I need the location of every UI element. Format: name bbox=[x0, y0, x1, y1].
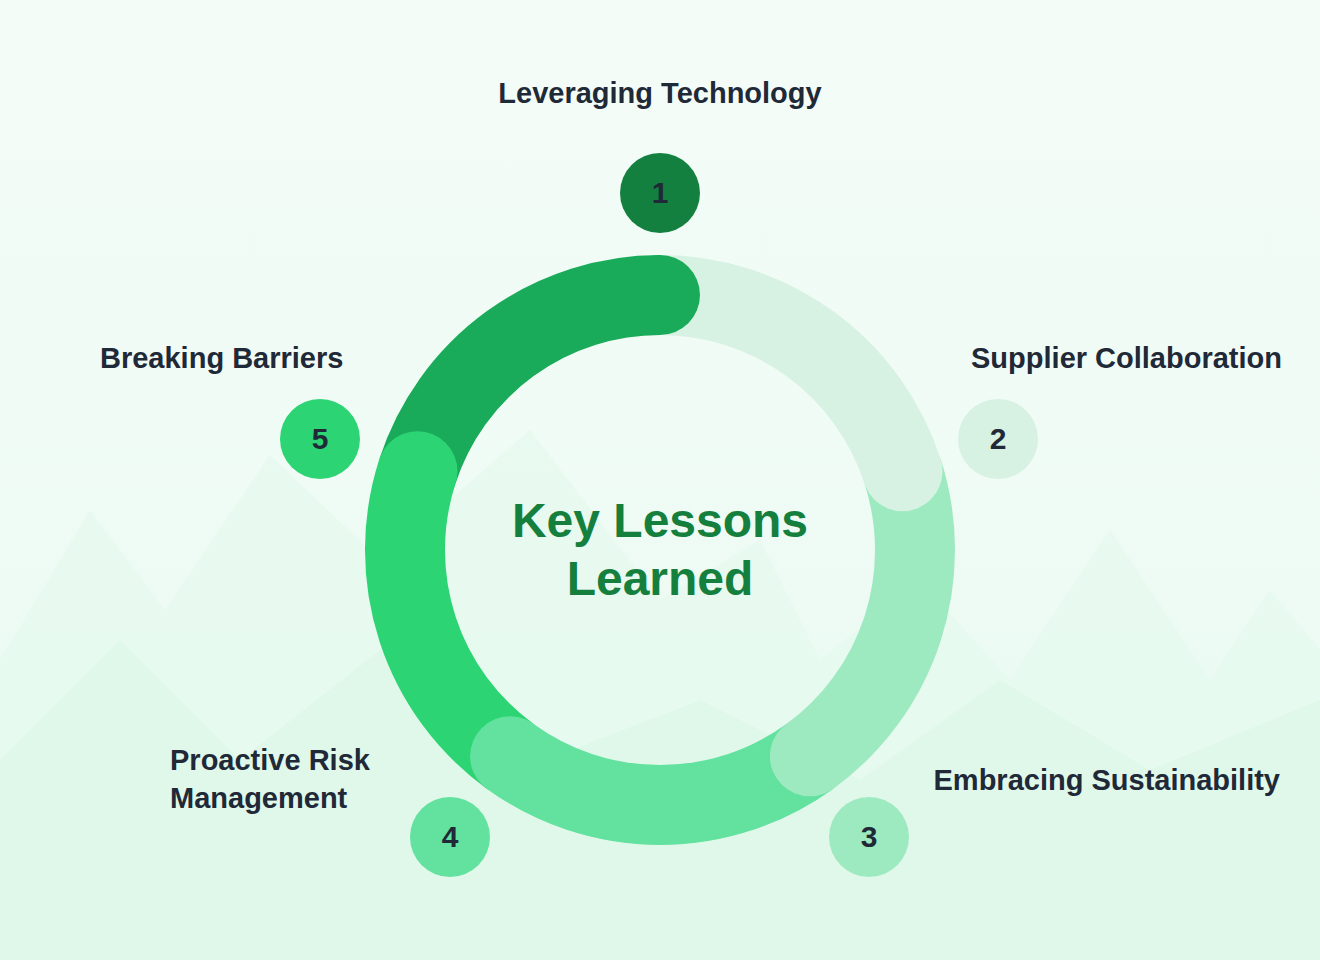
lesson-label: Supplier Collaboration bbox=[971, 339, 1282, 377]
lesson-label: Proactive Risk Management bbox=[170, 741, 405, 817]
callout-number: 4 bbox=[410, 797, 490, 877]
lesson-label: Breaking Barriers bbox=[100, 339, 343, 377]
callout-number: 3 bbox=[829, 797, 909, 877]
number-circle: Leveraging Technology1 bbox=[620, 153, 700, 233]
number-circle: Embracing Sustainability3 bbox=[829, 797, 909, 877]
ring-segment bbox=[510, 756, 810, 805]
center-title: Key Lessons Learned bbox=[480, 492, 840, 608]
ring-segment bbox=[417, 295, 660, 471]
ring-segment-cap bbox=[863, 431, 943, 511]
ring-segment-cap bbox=[377, 431, 457, 511]
mountain-shape bbox=[0, 430, 1320, 960]
lesson-label: Embracing Sustainability bbox=[934, 761, 1280, 799]
callout-number: 1 bbox=[620, 153, 700, 233]
callout-number: 5 bbox=[280, 399, 360, 479]
number-circle: Supplier Collaboration2 bbox=[958, 399, 1038, 479]
number-circle: Proactive Risk Management4 bbox=[410, 797, 490, 877]
lesson-label: Leveraging Technology bbox=[498, 74, 821, 112]
ring-segment bbox=[660, 295, 903, 471]
ring-segment bbox=[810, 471, 915, 756]
number-circle: Breaking Barriers5 bbox=[280, 399, 360, 479]
mountain-shape bbox=[0, 640, 1320, 960]
callout-number: 2 bbox=[958, 399, 1038, 479]
ring-segment-cap bbox=[770, 716, 850, 796]
ring-segment-cap bbox=[470, 716, 550, 796]
ring-segment-cap bbox=[620, 255, 700, 335]
ring-segment bbox=[405, 471, 510, 756]
